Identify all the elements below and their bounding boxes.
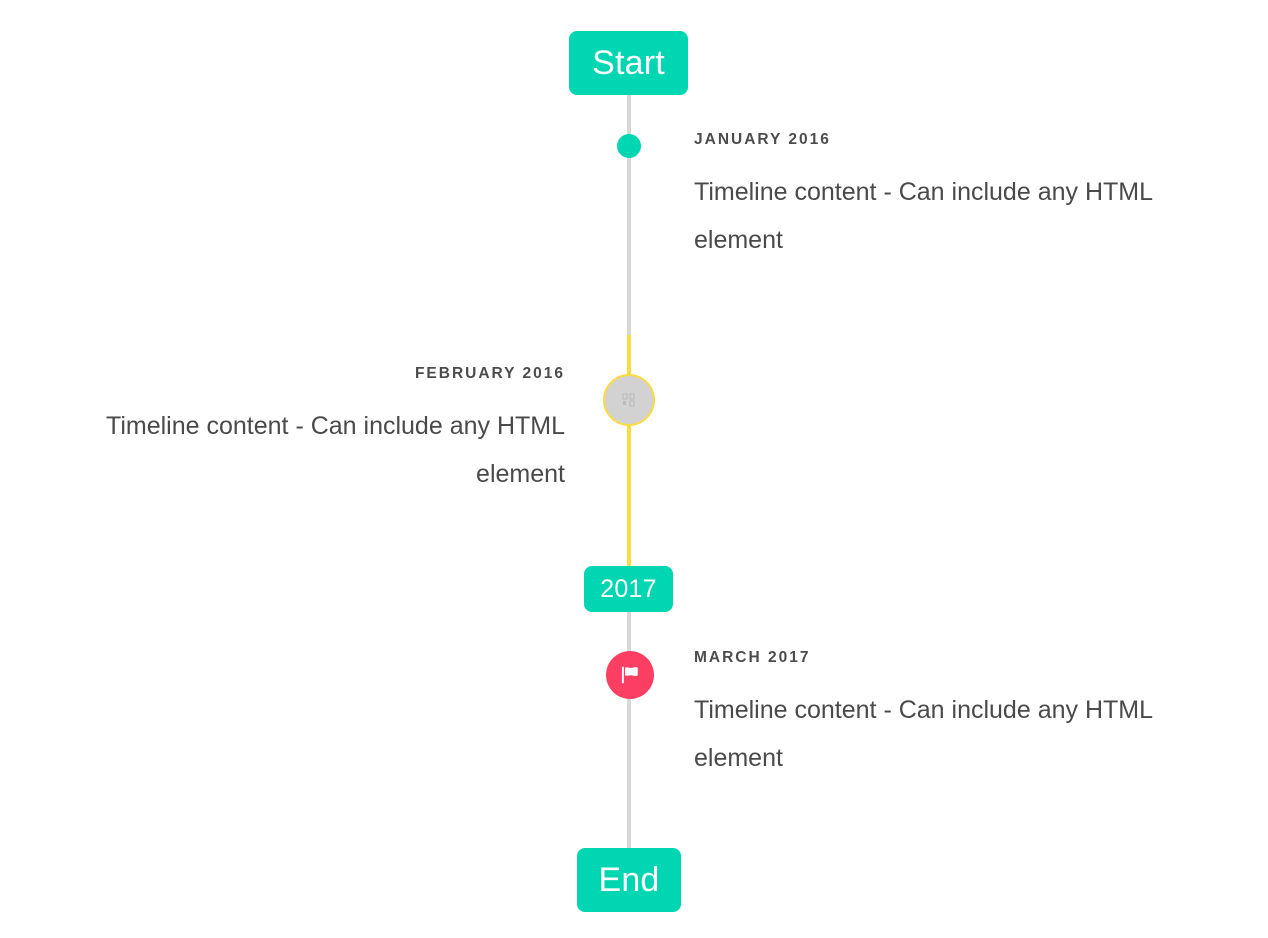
timeline-entry-january: JANUARY 2016 Timeline content - Can incl…: [694, 131, 1234, 264]
timeline-marker-february[interactable]: [603, 374, 655, 426]
timeline-year-badge-label: 2017: [600, 574, 657, 603]
timeline-entry-february: FEBRUARY 2016 Timeline content - Can inc…: [25, 365, 565, 498]
timeline-entry-content: Timeline content - Can include any HTML …: [694, 177, 1153, 254]
timeline-marker-march[interactable]: [606, 651, 654, 699]
timeline-entry-date: JANUARY 2016: [694, 131, 831, 148]
timeline-rail-gray-upper: [627, 95, 631, 335]
flag-icon: [619, 664, 641, 686]
timeline-entry-date: MARCH 2017: [694, 649, 811, 666]
timeline-end-badge-label: End: [598, 860, 660, 899]
timeline-entry-date: FEBRUARY 2016: [414, 365, 565, 382]
timeline-marker-january[interactable]: [617, 134, 641, 158]
timeline-start-badge[interactable]: Start: [569, 31, 688, 95]
timeline-end-badge[interactable]: End: [577, 848, 681, 912]
timeline-year-badge[interactable]: 2017: [584, 566, 673, 612]
timeline-rail-yellow: [627, 335, 631, 566]
timeline-start-badge-label: Start: [592, 43, 665, 82]
missing-glyph-icon: [621, 392, 637, 408]
timeline-entry-content: Timeline content - Can include any HTML …: [106, 411, 565, 488]
timeline-entry-march: MARCH 2017 Timeline content - Can includ…: [694, 649, 1234, 782]
timeline-entry-content: Timeline content - Can include any HTML …: [694, 695, 1153, 772]
timeline-rail-gray-lower: [627, 612, 631, 852]
